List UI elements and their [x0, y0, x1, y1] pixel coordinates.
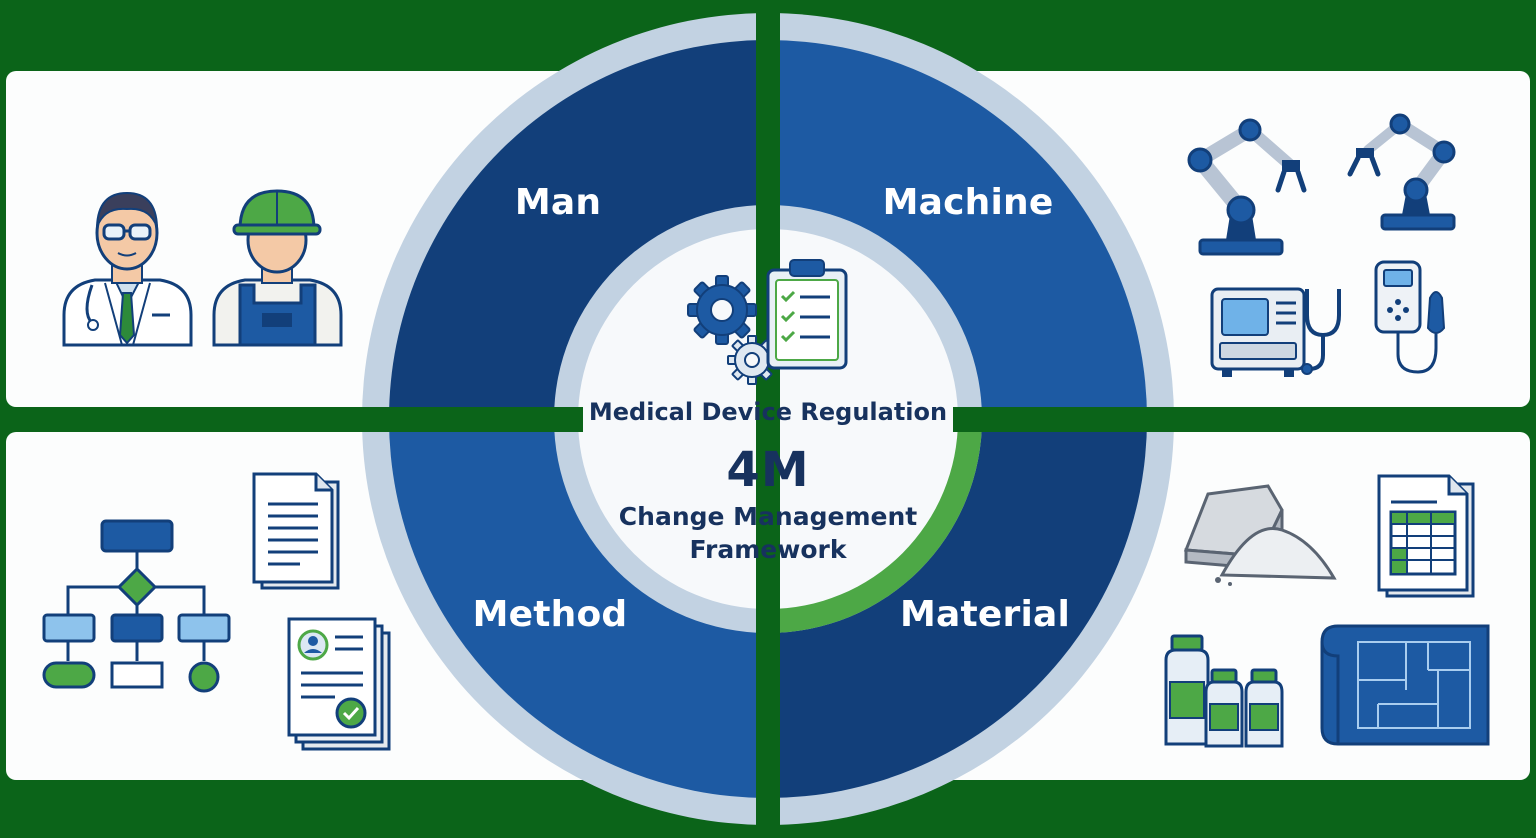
robot-arm-icon [1187, 118, 1307, 256]
horizontal-divider-left [0, 407, 583, 432]
quadrant-label-material: Material [899, 594, 1071, 635]
horizontal-divider-right [953, 407, 1536, 432]
document-icon [252, 472, 340, 590]
center-subtitle-line2: Framework [689, 535, 847, 564]
center-subtitle-line1: Change Management [618, 502, 918, 531]
blueprint-icon [1320, 624, 1490, 746]
vertical-divider [756, 0, 780, 838]
handheld-device-icon [1374, 260, 1446, 374]
quadrant-label-method: Method [472, 594, 628, 635]
patient-monitor-icon [1210, 287, 1306, 377]
flowchart-icon [42, 519, 231, 693]
raw-material-icon [1183, 484, 1337, 586]
stethoscope-icon [1301, 289, 1341, 375]
robot-arm-icon [1347, 113, 1456, 231]
doctor-icon [62, 191, 193, 347]
quadrant-label-machine: Machine [882, 182, 1054, 223]
gear-icon [687, 275, 757, 345]
vials-icon [1164, 634, 1284, 748]
center-title: Medical Device Regulation [588, 398, 948, 426]
inner-ring-accent [768, 419, 982, 633]
center-acronym: 4M [726, 442, 810, 498]
worker-icon [212, 189, 343, 347]
clipboard-checklist-icon [766, 259, 848, 370]
certificate-icon [287, 617, 391, 751]
quadrant-label-man: Man [514, 182, 602, 223]
spreadsheet-document-icon [1377, 474, 1475, 598]
